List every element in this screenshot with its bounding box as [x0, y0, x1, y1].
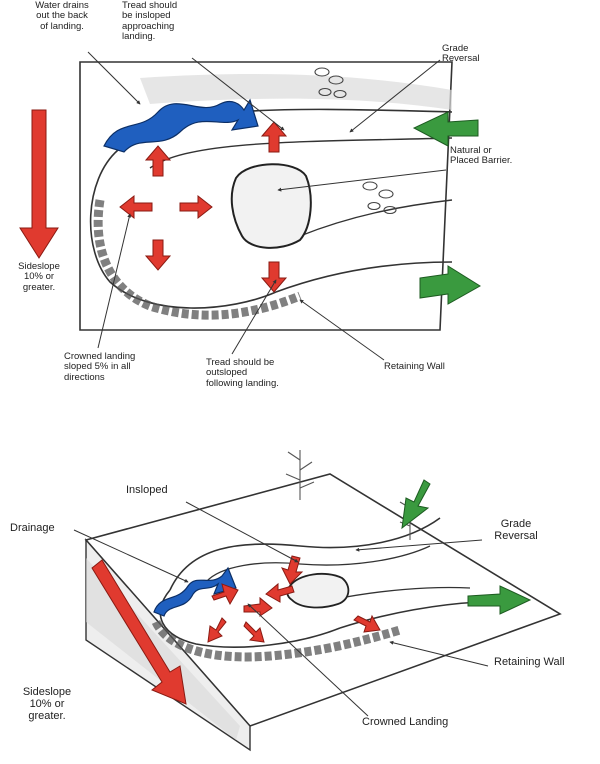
bottom-sideslope-label: Sideslope 10% or greater. — [22, 686, 72, 723]
bottom-sideslope-arrow — [91, 559, 187, 705]
drainage-arrow — [103, 98, 259, 153]
bottom-illustration — [73, 450, 562, 752]
sideslope-label: Sideslope 10% or greater. — [18, 261, 60, 293]
tread-insloped-label: Tread should be insloped approaching lan… — [122, 0, 178, 43]
barrier-boulder — [230, 163, 312, 249]
crown-slope-arrows — [119, 121, 288, 293]
bottom-incoming-trail-arrow — [401, 479, 431, 530]
slope-shading — [140, 74, 452, 110]
bottom-retaining-wall — [151, 619, 402, 662]
lower-trail — [275, 261, 453, 293]
bottom-crowned-landing-label: Crowned Landing — [362, 716, 449, 728]
rock-cluster-top — [314, 67, 347, 99]
crowned-landing-label: Crowned landing sloped 5% in all directi… — [64, 351, 136, 383]
retaining-wall-stones — [93, 199, 302, 320]
top-illustration — [19, 51, 481, 361]
drainage-label: Drainage — [10, 522, 55, 534]
retaining-wall-label: Retaining Wall — [384, 361, 445, 372]
top-diagram: Water drains out the back of landing. Tr… — [18, 0, 513, 389]
bottom-crown-arrows — [207, 555, 381, 643]
bottom-lower-trail — [339, 601, 481, 629]
water-drains-label: Water drains out the back of landing. — [35, 0, 89, 32]
sideslope-arrow — [19, 109, 59, 259]
rock-cluster-middle — [362, 181, 397, 215]
incoming-trail-arrow — [412, 111, 479, 147]
natural-barrier-label: Natural or Placed Barrier. — [450, 145, 513, 167]
bottom-leader-lines — [73, 501, 489, 717]
tread-outsloped-label: Tread should be outsloped following land… — [206, 357, 279, 389]
insloped-label: Insloped — [126, 484, 168, 496]
leader-lines — [87, 51, 447, 361]
bottom-barrier-boulder — [286, 572, 350, 609]
landing-outline — [89, 149, 277, 309]
bottom-grade-reversal-label: Grade Reversal — [494, 518, 538, 543]
bottom-upper-trail — [169, 517, 441, 591]
bottom-diagram: Insloped Drainage Grade Reversal Retaini… — [0, 390, 600, 764]
outgoing-trail-arrow — [419, 265, 481, 305]
grade-reversal-label: Grade Reversal — [442, 43, 480, 65]
bottom-retaining-wall-label: Retaining Wall — [494, 656, 565, 668]
bottom-outgoing-trail-arrow — [467, 585, 532, 615]
